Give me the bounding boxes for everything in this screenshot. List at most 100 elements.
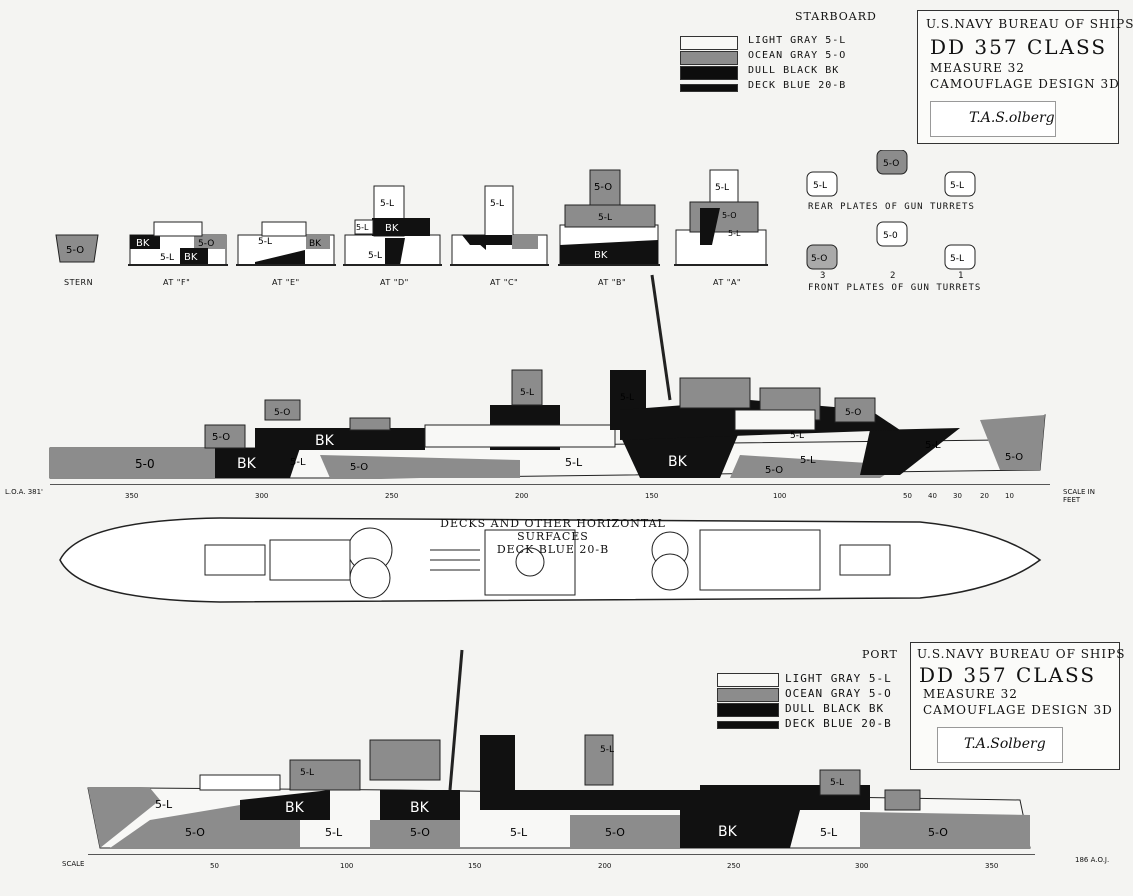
svg-text:BK: BK [285, 800, 305, 816]
svg-text:5-O: 5-O [1005, 452, 1023, 463]
tick-250: 250 [385, 492, 399, 500]
svg-text:5-L: 5-L [620, 393, 634, 403]
svg-text:5-L: 5-L [950, 181, 964, 191]
svg-text:5-L: 5-L [155, 798, 173, 811]
section-f: BK 5-O BK 5-L [128, 221, 228, 266]
svg-text:5-L: 5-L [950, 254, 964, 264]
port-tick-150: 150 [468, 862, 482, 870]
svg-text:5-L: 5-L [925, 440, 941, 451]
svg-text:5-O: 5-O [811, 254, 827, 264]
port-tick-250: 250 [727, 862, 741, 870]
title-line-2: DD 357 CLASS [930, 35, 1108, 59]
tick-150: 150 [645, 492, 659, 500]
tick-40: 40 [928, 492, 937, 500]
svg-text:5-L: 5-L [510, 826, 528, 839]
port-tick-200: 200 [598, 862, 612, 870]
section-a: 5-L 5-O 5-L [674, 169, 768, 266]
starboard-title-block: U.S.NAVY BUREAU OF SHIPS DD 357 CLASS ME… [917, 10, 1133, 144]
turret-plates: 5-L 5-O 5-L 5-O 5-0 5-L [806, 150, 976, 270]
svg-text:5-L: 5-L [380, 199, 394, 209]
svg-text:5-O: 5-O [883, 159, 899, 169]
front-plates-label: FRONT PLATES OF GUN TURRETS [808, 283, 982, 293]
port-profile: 5-L 5-O BK BK 5-L 5-O 5-L 5-O BK 5-L 5-O… [87, 649, 1035, 855]
section-b: 5-O BK 5-L [558, 169, 660, 266]
svg-text:BK: BK [668, 454, 688, 470]
section-label-f: AT "F" [163, 278, 191, 287]
section-label-stern: STERN [64, 278, 94, 287]
title-line-4: CAMOUFLAGE DESIGN 3D [930, 77, 1120, 91]
section-c: 5-L [450, 185, 549, 266]
svg-text:5-0: 5-0 [135, 457, 155, 471]
svg-text:5-L: 5-L [356, 223, 369, 232]
turret-number-3: 3 [820, 271, 827, 281]
tick-350: 350 [125, 492, 139, 500]
tick-300: 300 [255, 492, 269, 500]
title-line-3: MEASURE 32 [930, 61, 1025, 75]
svg-text:5-L: 5-L [565, 456, 583, 469]
svg-text:5-L: 5-L [800, 455, 816, 466]
cross-sections: 5-O BK 5-O BK 5-L BK 5-L 5-L BK 5-L 5-L … [55, 169, 768, 266]
port-tick-300: 300 [855, 862, 869, 870]
section-e: BK 5-L [236, 221, 336, 266]
deck-note-line-2: DECK BLUE 20-B [496, 543, 610, 556]
svg-text:5-L: 5-L [490, 199, 504, 209]
svg-text:5-O: 5-O [845, 408, 861, 418]
svg-text:BK: BK [237, 456, 257, 472]
svg-text:BK: BK [184, 252, 198, 263]
svg-text:5-L: 5-L [368, 251, 382, 261]
svg-text:5-O: 5-O [198, 239, 214, 249]
turret-number-2: 2 [890, 271, 897, 281]
tick-20: 20 [980, 492, 989, 500]
svg-text:5-O: 5-O [722, 211, 737, 220]
svg-text:5-O: 5-O [212, 432, 230, 443]
approval-stamp: T.A.S.olberg [930, 101, 1056, 137]
svg-text:5-O: 5-O [274, 408, 290, 418]
section-label-a: AT "A" [713, 278, 742, 287]
turret-number-1: 1 [958, 271, 965, 281]
port-scale-label: SCALE [62, 860, 85, 868]
signature: T.A.Solberg [964, 736, 1046, 752]
svg-text:5-L: 5-L [728, 229, 741, 238]
svg-text:5-L: 5-L [290, 457, 306, 468]
title-line-2: DD 357 CLASS [919, 663, 1097, 687]
title-line-1: U.S.NAVY BUREAU OF SHIPS [917, 647, 1126, 661]
tick-200: 200 [515, 492, 529, 500]
section-label-b: AT "B" [598, 278, 627, 287]
port-tick-100: 100 [340, 862, 354, 870]
svg-text:5-L: 5-L [715, 183, 729, 193]
svg-text:5-L: 5-L [600, 745, 614, 755]
svg-text:BK: BK [594, 250, 608, 261]
section-label-e: AT "E" [272, 278, 300, 287]
svg-text:5-L: 5-L [830, 778, 844, 788]
svg-text:5-0: 5-0 [883, 231, 898, 241]
svg-text:BK: BK [309, 239, 322, 249]
tick-50: 50 [903, 492, 912, 500]
deck-note: DECKS AND OTHER HORIZONTAL SURFACES DECK… [408, 517, 698, 556]
svg-text:5-O: 5-O [350, 462, 368, 473]
port-tick-350: 350 [985, 862, 999, 870]
svg-text:5-L: 5-L [300, 768, 314, 778]
port-loa-label: 186 A.O.J. [1075, 856, 1110, 864]
svg-text:5-O: 5-O [765, 465, 783, 476]
section-label-c: AT "C" [490, 278, 519, 287]
svg-text:BK: BK [385, 223, 399, 234]
svg-text:5-O: 5-O [594, 182, 612, 193]
scale-label: SCALE IN FEET [1063, 488, 1095, 504]
svg-text:5-O: 5-O [928, 826, 948, 839]
title-line-4: CAMOUFLAGE DESIGN 3D [923, 703, 1113, 717]
signature: T.A.S.olberg [969, 110, 1055, 126]
svg-text:5-O: 5-O [605, 826, 625, 839]
deck-plan [59, 517, 1042, 603]
approval-stamp: T.A.Solberg [937, 727, 1063, 763]
svg-text:5-O: 5-O [66, 245, 84, 256]
tick-10: 10 [1005, 492, 1014, 500]
loa-label: L.O.A. 381' [5, 488, 43, 496]
port-tick-50: 50 [210, 862, 219, 870]
tick-100: 100 [773, 492, 787, 500]
svg-text:5-L: 5-L [160, 253, 174, 263]
section-label-d: AT "D" [380, 278, 409, 287]
tick-30: 30 [953, 492, 962, 500]
port-title-block: U.S.NAVY BUREAU OF SHIPS DD 357 CLASS ME… [910, 642, 1124, 770]
section-stern: 5-O [55, 234, 99, 263]
svg-text:5-L: 5-L [820, 826, 838, 839]
